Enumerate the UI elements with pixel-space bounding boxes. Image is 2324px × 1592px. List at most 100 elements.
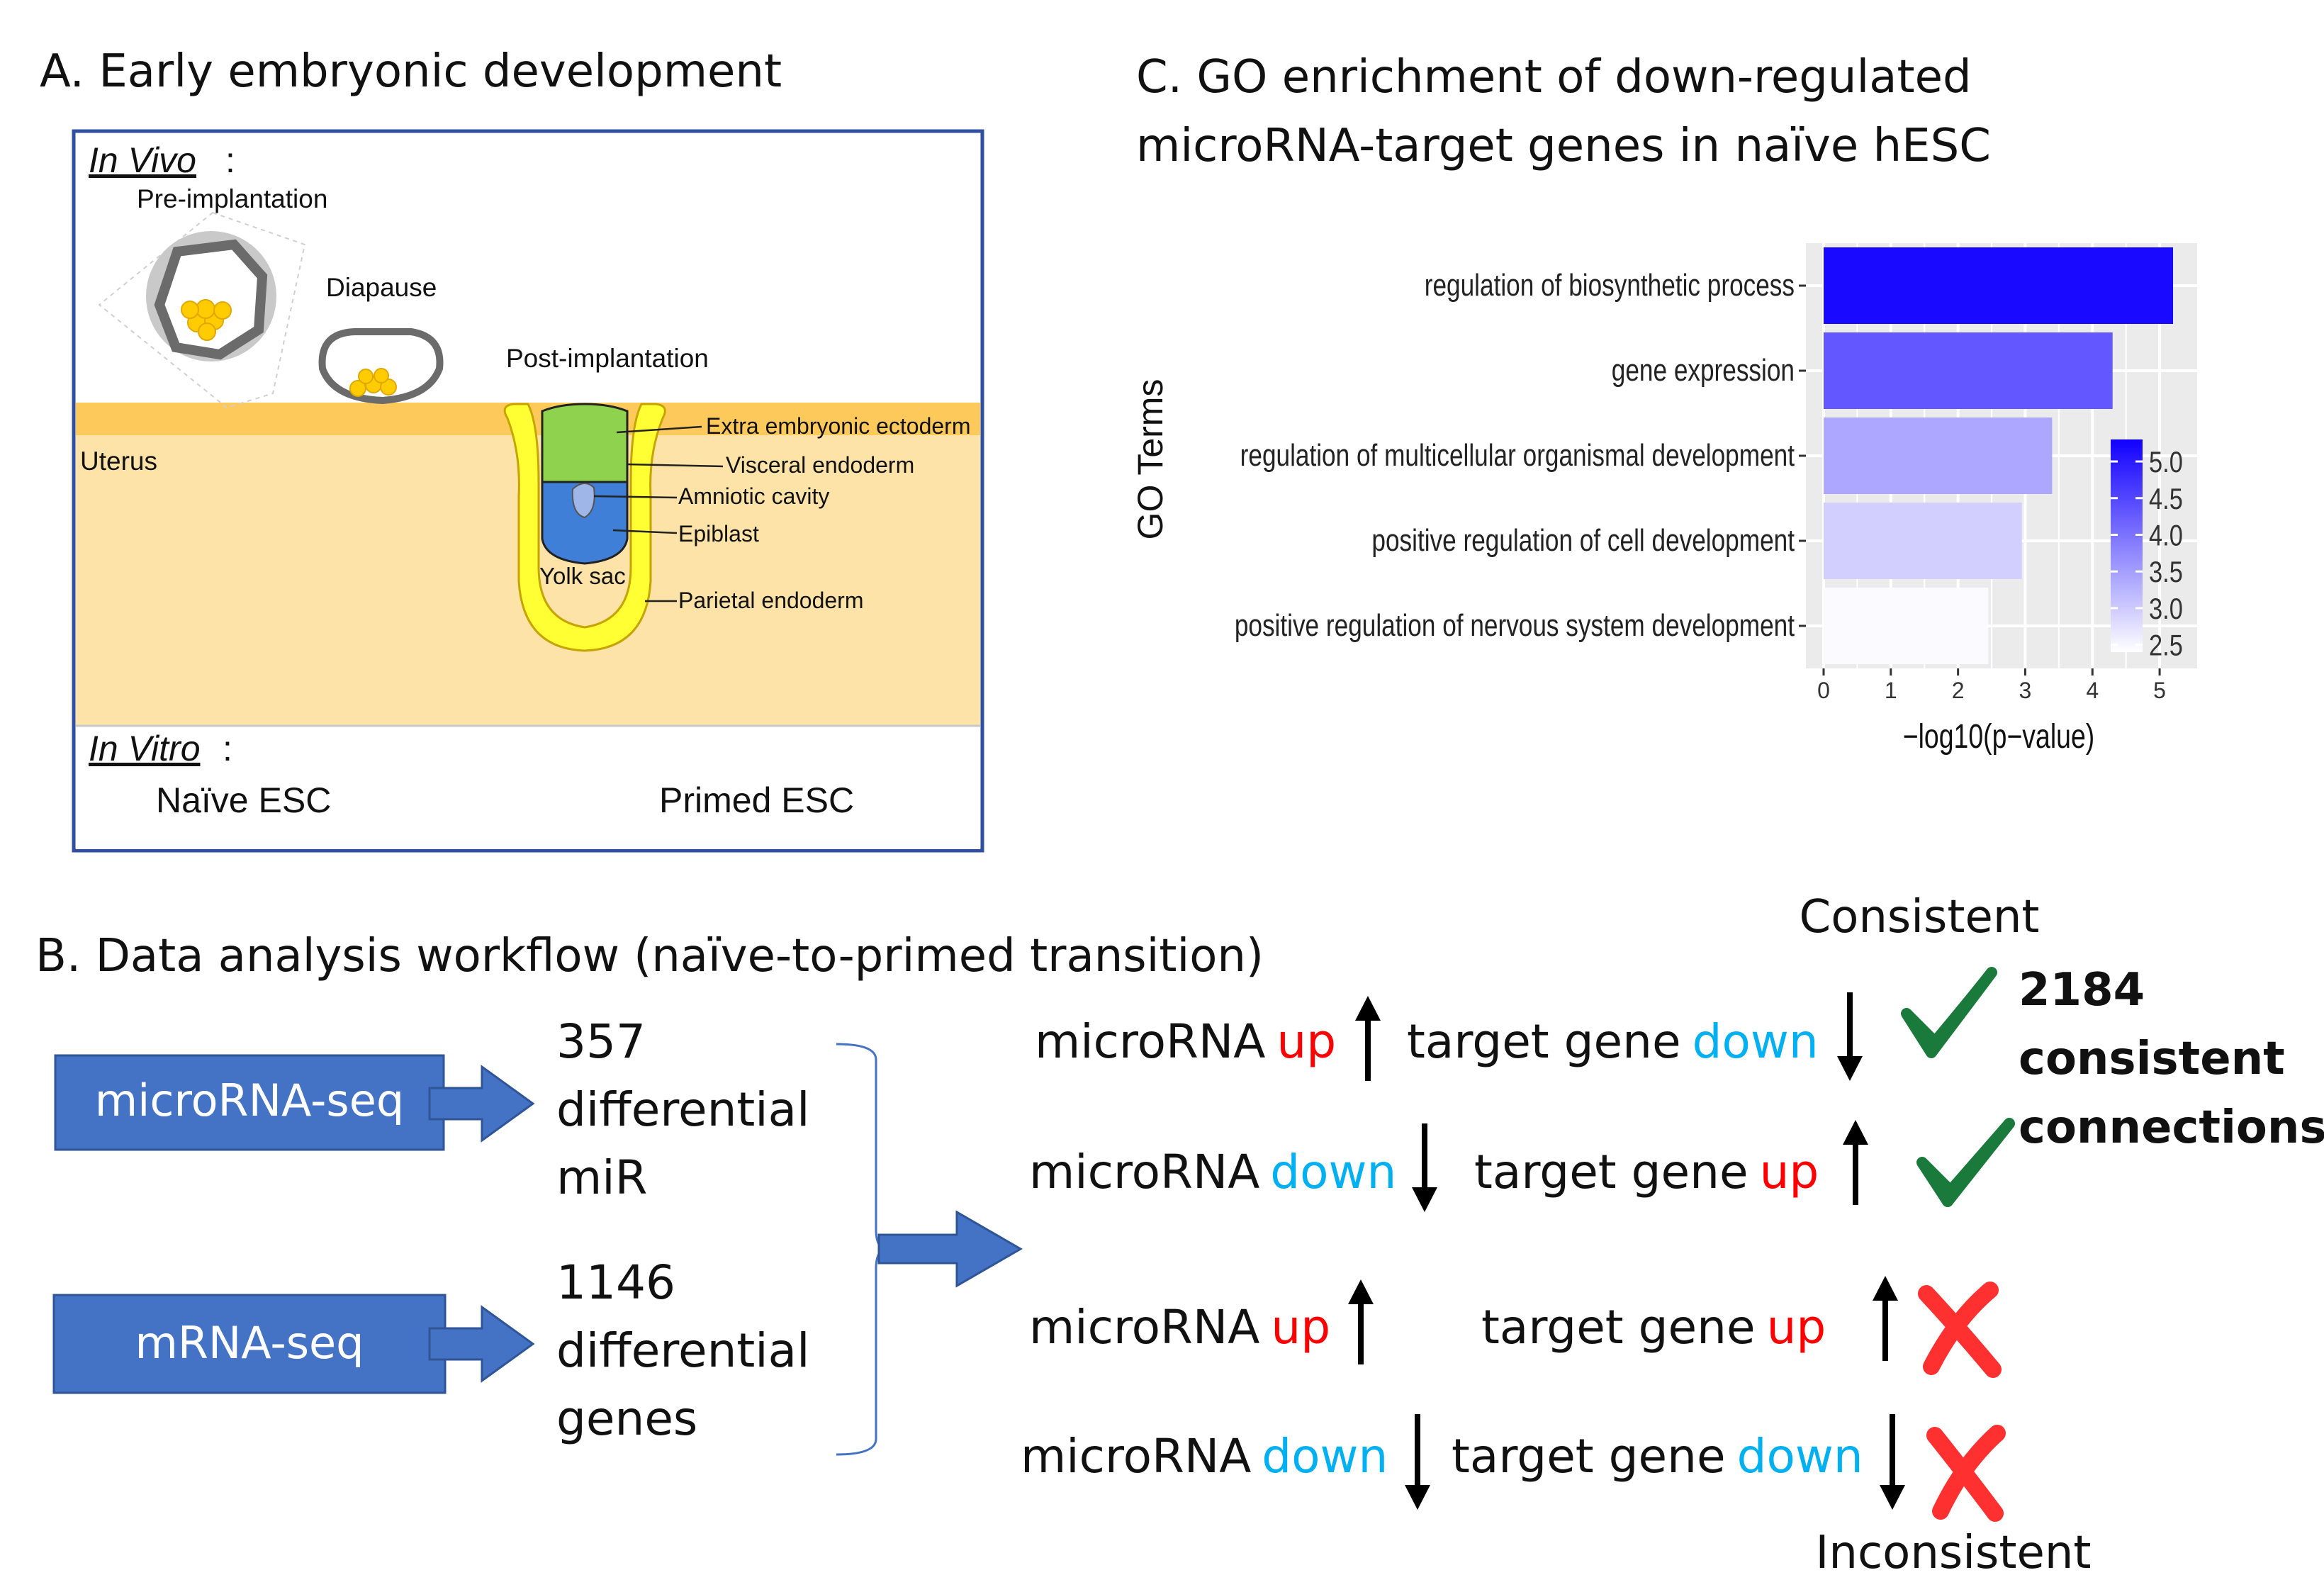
- microrna-seq-step: microRNA-seq: [54, 1054, 535, 1151]
- microrna-seq-box: [54, 1054, 445, 1151]
- yolk-sac-label: Yolk sac: [539, 563, 626, 589]
- x-tick-label: 2: [1952, 678, 1965, 703]
- gene-differential-label: differential: [556, 1323, 809, 1378]
- chart-category-labels: regulation of biosynthetic process gene e…: [1235, 268, 1806, 643]
- bar-3: [1824, 417, 2053, 494]
- go-enrichment-chart: regulation of biosynthetic process gene e…: [1130, 243, 2197, 756]
- row-1-mirna-up-arrow: [1355, 996, 1381, 1081]
- genes-label: genes: [556, 1391, 697, 1446]
- naive-esc-label: Naïve ESC: [156, 780, 331, 820]
- label-leaders: [593, 425, 724, 602]
- chart-bars: [1824, 247, 2174, 664]
- x-tick-label: 0: [1817, 678, 1830, 703]
- chart-x-axis-label: −log10(p−value): [1903, 718, 2095, 756]
- post-implantation-label: Post-implantation: [506, 344, 709, 373]
- inconsistent-label: Inconsistent: [1816, 1527, 2092, 1579]
- x-tick-label: 5: [2153, 678, 2166, 703]
- mrna-seq-label: mRNA-seq: [135, 1317, 364, 1369]
- legend-tick-label: 2.5: [2149, 629, 2183, 662]
- bar-5: [1824, 588, 1989, 664]
- row-4-target-down-arrow: [1880, 1414, 1905, 1510]
- in-vivo-label: In Vivo: [89, 140, 196, 180]
- microrna-seq-label: microRNA-seq: [95, 1075, 404, 1126]
- legend-tick-label: 3.5: [2149, 556, 2183, 589]
- panel-c-title-line2: microRNA-target genes in naïve hESC: [1136, 120, 1991, 172]
- parietal-endoderm-label: Parietal endoderm: [678, 588, 863, 613]
- x-tick-label: 4: [2086, 678, 2099, 703]
- amniotic-cavity-label: Amniotic cavity: [678, 483, 829, 509]
- x-tick-label: 1: [1885, 678, 1897, 703]
- legend-tick-label: 4.5: [2149, 483, 2183, 516]
- legend-tick-label: 4.0: [2149, 519, 2183, 552]
- pre-implantation-label: Pre-implantation: [137, 184, 327, 213]
- bar-4: [1824, 503, 2022, 579]
- legend-tick-label: 3.0: [2149, 593, 2183, 626]
- mrna-seq-step: mRNA-seq: [52, 1294, 535, 1394]
- mir-count: 357: [556, 1014, 646, 1069]
- consistent-label: Consistent: [1800, 891, 2040, 943]
- epiblast-label: Epiblast: [678, 521, 759, 546]
- row-3-target-up-arrow: [1873, 1276, 1898, 1361]
- post-implantation-embryo: [503, 403, 666, 652]
- legend-ticks: 5.0 4.54.0 3.5 3.02.5: [2111, 446, 2183, 662]
- category-label-5: positive regulation of nervous system de…: [1235, 608, 1795, 643]
- consistent-count: 2184: [2019, 964, 2145, 1016]
- row-1-check-icon: [1901, 967, 1997, 1058]
- visceral-endoderm-label: Visceral endoderm: [726, 452, 914, 478]
- bar-1: [1824, 247, 2174, 324]
- in-vitro-colon: :: [223, 729, 232, 768]
- row-2-mirna-down-arrow: [1412, 1123, 1437, 1212]
- gene-count: 1146: [556, 1255, 675, 1310]
- diapause-label: Diapause: [326, 273, 437, 302]
- row-4-cross-icon: [1926, 1425, 2006, 1522]
- microrna-seq-arrow: [428, 1065, 535, 1143]
- extra-embryonic-ectoderm-label: Extra embryonic ectoderm: [706, 413, 970, 439]
- diapause-embryo: [318, 328, 444, 405]
- legend-tick-label: 5.0: [2149, 446, 2183, 479]
- x-tick-label: 3: [2019, 678, 2032, 703]
- row-1-target-down-arrow: [1837, 992, 1863, 1081]
- category-label-1: regulation of biosynthetic process: [1425, 268, 1795, 303]
- integration-arrow: [877, 1210, 1023, 1288]
- panel-a-title: A. Early embryonic development: [40, 45, 782, 98]
- legend-colorbar: [2111, 439, 2143, 652]
- panel-b-title: B. Data analysis workflow (naïve-to-prim…: [35, 930, 1264, 982]
- row-2-target-up-arrow: [1843, 1120, 1868, 1205]
- row-3-cross-icon: [1918, 1282, 2002, 1378]
- in-vivo-colon: :: [225, 140, 235, 180]
- consistent-count-word: consistent: [2019, 1033, 2285, 1085]
- connections-word: connections: [2019, 1101, 2324, 1154]
- row-2-check-icon: [1916, 1118, 2015, 1207]
- mrna-seq-box: [52, 1294, 447, 1394]
- chart-y-axis-label: GO Terms: [1130, 379, 1170, 540]
- in-vitro-label: In Vitro: [89, 729, 201, 768]
- primed-esc-label: Primed ESC: [659, 780, 854, 820]
- panel-c-title-line1: C. GO enrichment of down-regulated: [1136, 51, 1972, 103]
- row-4-mirna-down-arrow: [1405, 1414, 1430, 1510]
- mir-differential-label: differential: [556, 1082, 809, 1137]
- mir-label: miR: [556, 1150, 648, 1205]
- bar-2: [1824, 332, 2113, 409]
- row-3-mirna-up-arrow: [1348, 1279, 1374, 1364]
- category-label-2: gene expression: [1612, 353, 1795, 388]
- chart-legend: 5.0 4.54.0 3.5 3.02.5: [2111, 439, 2183, 662]
- mrna-seq-arrow: [428, 1305, 535, 1383]
- chart-x-ticks: 0 1 2 3 4 5: [1817, 668, 2166, 703]
- pre-implantation-embryo: [98, 211, 306, 409]
- uterus-label: Uterus: [80, 447, 157, 476]
- category-label-3: regulation of multicellular organismal d…: [1240, 438, 1795, 473]
